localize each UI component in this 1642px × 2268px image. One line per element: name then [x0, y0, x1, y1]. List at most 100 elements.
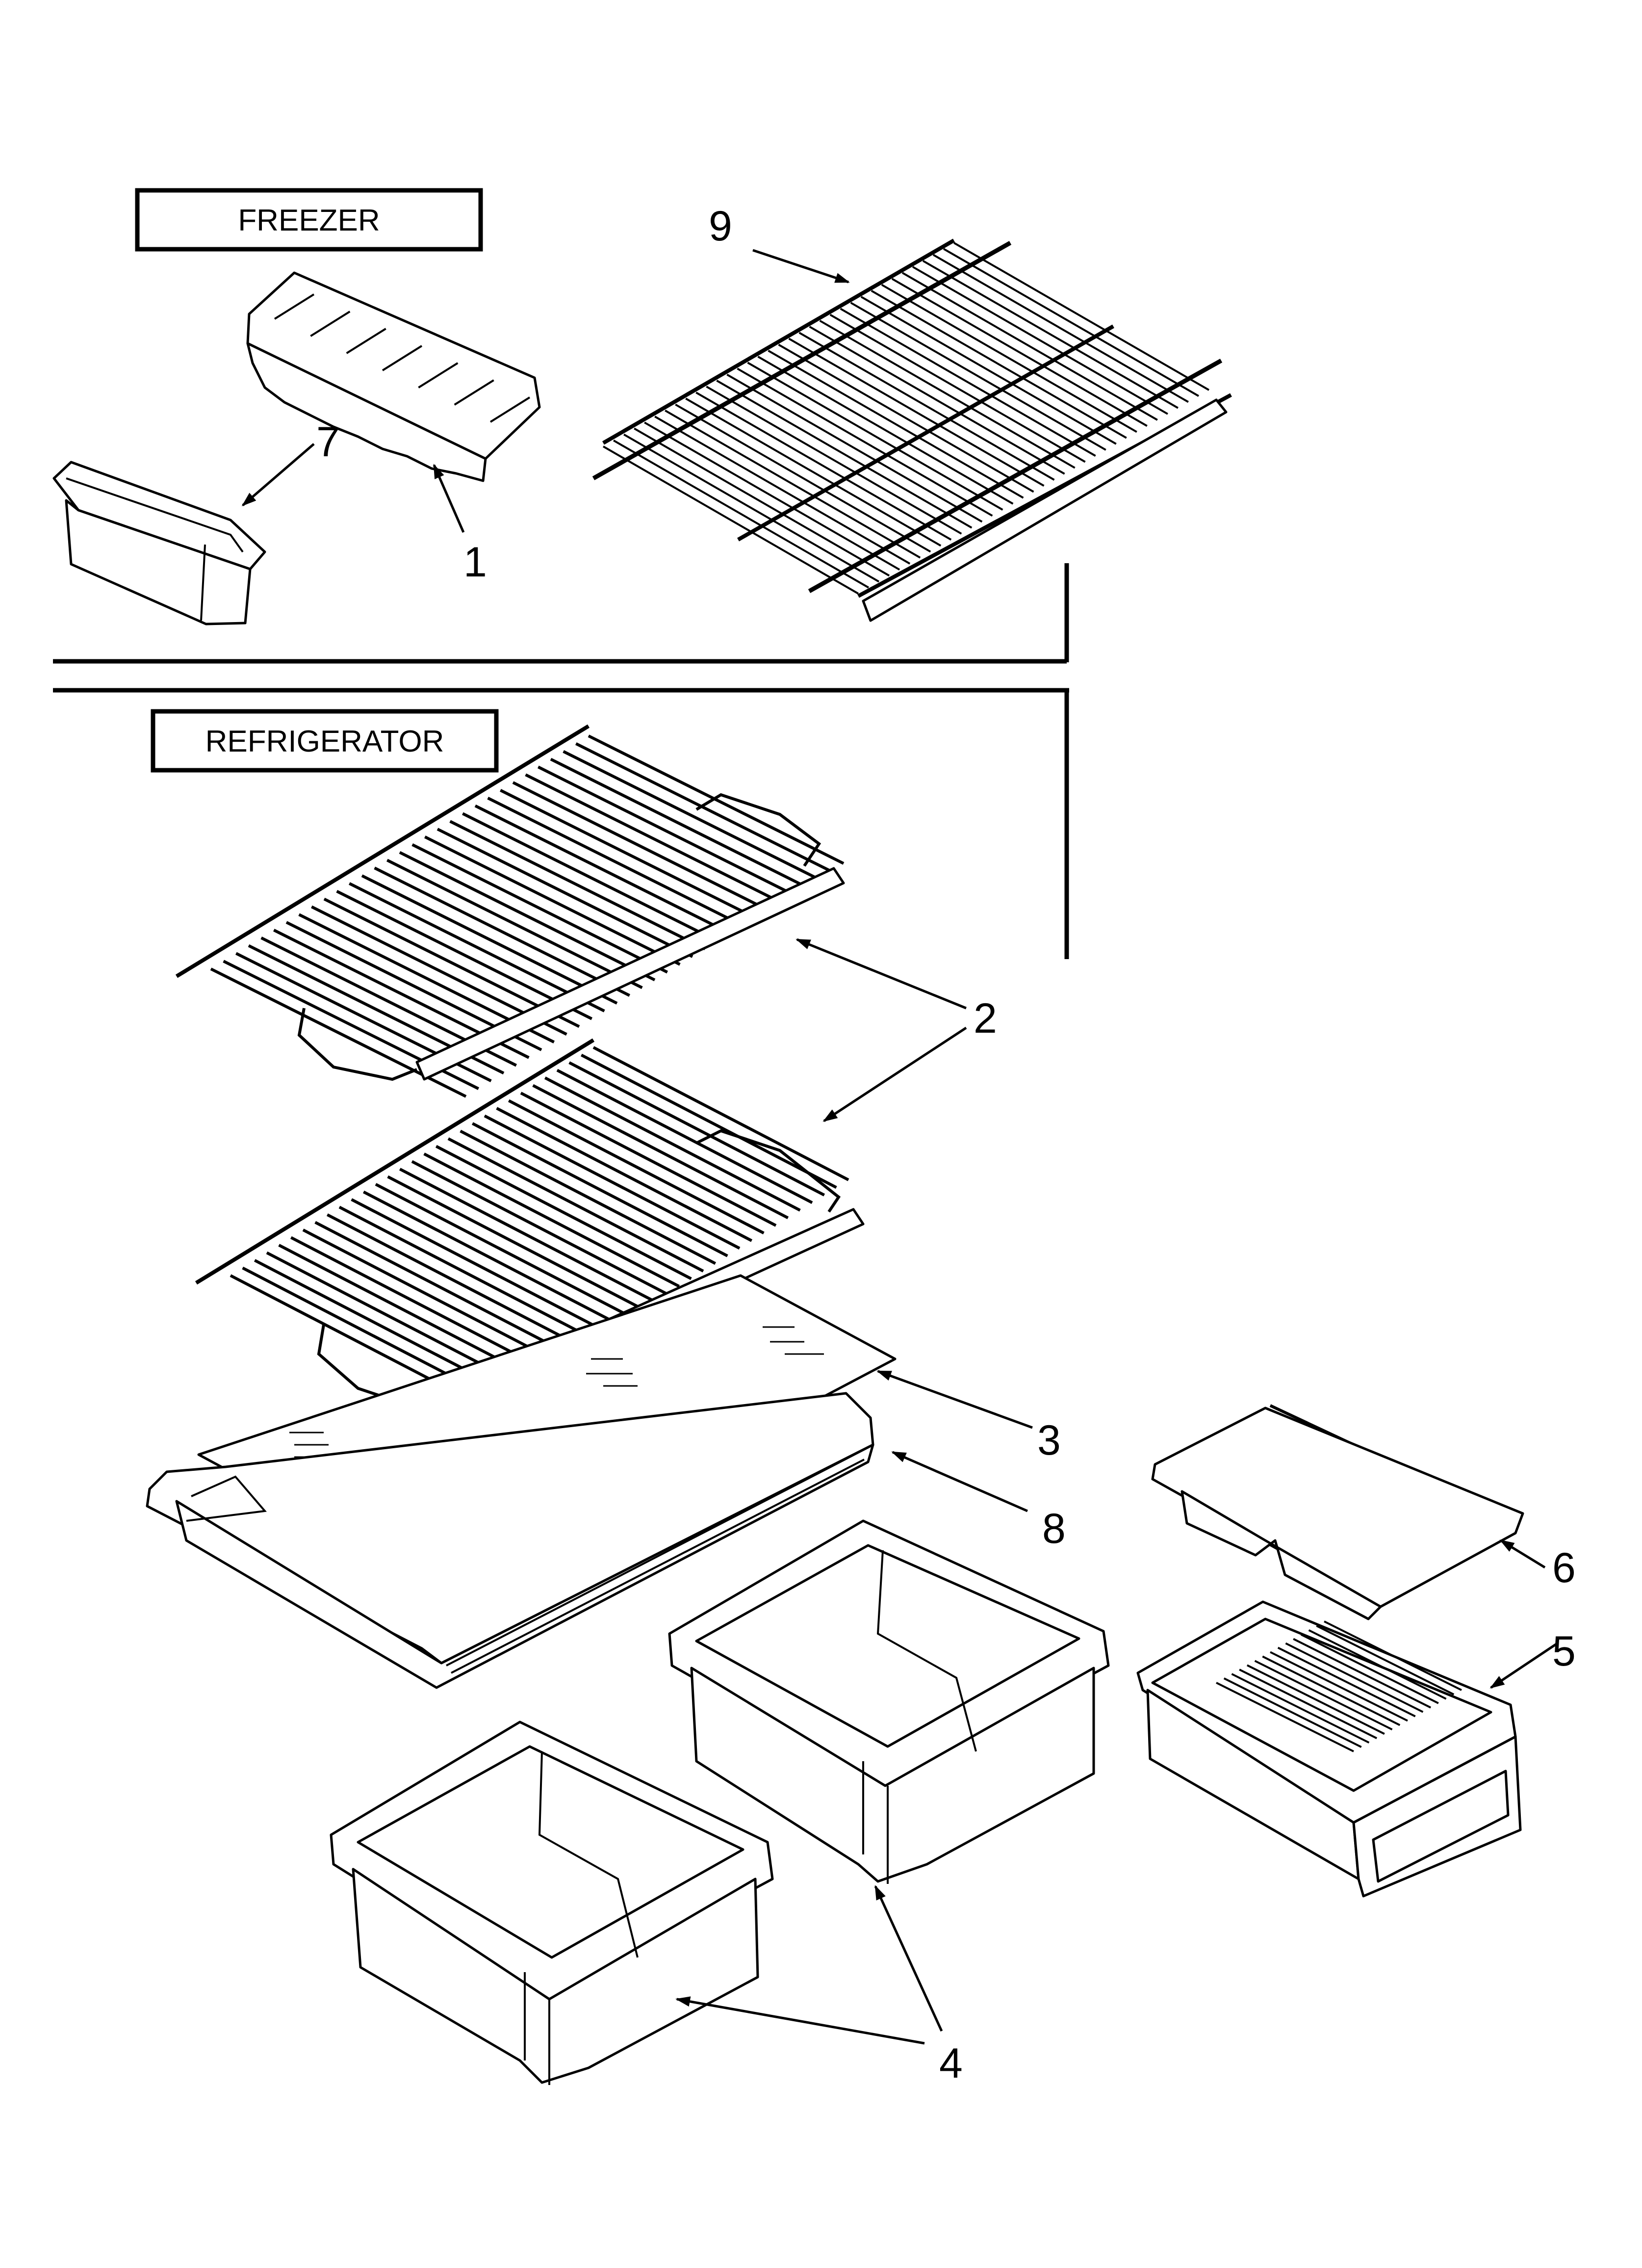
wire-rod [1300, 1633, 1439, 1704]
wire-rod [471, 1122, 728, 1257]
wire-rod [278, 1244, 535, 1379]
wire-rod [375, 1183, 632, 1318]
wire-rod [302, 1228, 559, 1364]
callout-3: 3 [1037, 1417, 1061, 1464]
wire-rod [912, 266, 1168, 415]
wire-rod [819, 319, 1076, 469]
wire-rod [623, 433, 880, 583]
wire-rod [387, 1175, 644, 1311]
wire-rod [556, 1069, 813, 1204]
callout-9: 9 [709, 203, 732, 250]
wire-rod [654, 416, 911, 565]
callout-numbers: 7 1 9 2 3 8 4 6 5 [316, 203, 1576, 2087]
wire-rod [871, 289, 1127, 439]
wire-rod [592, 1046, 849, 1181]
wire-rod [1277, 1646, 1416, 1718]
part-5-meat-drawer [1136, 1600, 1522, 1898]
wire-rod [634, 427, 890, 577]
wire-rod [374, 866, 631, 997]
refrigerator-label-box: REFRIGERATOR [151, 709, 499, 773]
wire-rod [685, 397, 942, 547]
wire-rod [1239, 1668, 1378, 1740]
wire-rod [881, 284, 1137, 433]
callout-1: 1 [463, 539, 487, 586]
wire-rod [537, 765, 794, 896]
wire-rod [575, 742, 832, 873]
wire-rod [462, 812, 718, 943]
wire-rod [484, 1114, 741, 1250]
wire-rod [1246, 1664, 1385, 1735]
refrigerator-label: REFRIGERATOR [205, 725, 444, 758]
wire-rod [588, 734, 845, 865]
wire-rod [665, 410, 921, 559]
wire-rod [520, 1092, 777, 1227]
wire-rod [454, 379, 494, 406]
wire-rod [424, 835, 681, 966]
wire-rod [508, 1099, 765, 1235]
wire-rod [757, 356, 1014, 505]
part-4-crisper-drawer-left [330, 1721, 774, 2085]
part-8-crisper-cover [146, 1392, 874, 1689]
wire-rod [798, 332, 1055, 481]
part-4-crisper-drawer-right [668, 1519, 1110, 1884]
wire-rod [386, 859, 643, 990]
wire-rod [418, 362, 459, 389]
section-dividers [53, 563, 1069, 959]
wire-rod [860, 296, 1117, 445]
wire-rod [829, 313, 1086, 463]
wire-rod [310, 311, 351, 337]
wire-rod [953, 242, 1209, 391]
wire-rod [1270, 1651, 1408, 1722]
wire-rod [449, 820, 706, 950]
wire-rod [1254, 1660, 1393, 1731]
wire-rod [644, 421, 900, 571]
wire-rod [726, 373, 983, 523]
wire-rod [1308, 1629, 1447, 1700]
wire-rod [474, 804, 731, 935]
wire-rod [563, 750, 820, 881]
wire-rod [932, 254, 1189, 403]
wire-rod [525, 773, 782, 904]
wire-rod [1293, 1638, 1432, 1709]
part-6-meat-drawer-cover [1151, 1404, 1524, 1620]
wire-rod [326, 1213, 583, 1349]
wire-rod [361, 874, 618, 1005]
wire-rod [603, 445, 859, 595]
wire-rod [351, 1198, 608, 1333]
wire-rod [568, 1061, 825, 1197]
wire-rod [1223, 1677, 1362, 1748]
wire-rod [362, 1190, 619, 1326]
wire-rod [436, 828, 693, 958]
wire-rod [1324, 1620, 1462, 1691]
wire-rod [338, 1205, 595, 1341]
wire-rod [435, 1145, 692, 1280]
wire-rod [532, 1084, 789, 1220]
wire-rod [778, 343, 1034, 493]
wire-rod [290, 1236, 547, 1372]
wire-rod [348, 882, 605, 1013]
wire-rod [809, 326, 1065, 475]
wire-rod [580, 1053, 837, 1189]
wire-rod [706, 386, 962, 535]
wire-rod [747, 362, 1003, 511]
wire-rod [1216, 1682, 1354, 1752]
freezer-label-box: FREEZER [135, 188, 483, 252]
wire-rod [737, 367, 993, 517]
wire-rod [922, 260, 1179, 409]
wire-rod [1316, 1625, 1455, 1695]
callout-arrows [241, 249, 1558, 2045]
freezer-label: FREEZER [238, 204, 380, 237]
wire-rod [550, 757, 807, 888]
wire-rod [1231, 1673, 1370, 1744]
wire-rod [447, 1137, 704, 1273]
wire-rod [1285, 1642, 1424, 1713]
wire-rod [382, 345, 423, 371]
wire-rod [788, 338, 1045, 487]
callout-8: 8 [1042, 1505, 1066, 1552]
wire-rod [544, 1076, 801, 1212]
callout-6: 6 [1552, 1544, 1576, 1591]
wire-rod [411, 1160, 668, 1296]
wire-rod [891, 278, 1148, 427]
wire-rod [274, 293, 315, 320]
wire-rod [840, 308, 1096, 457]
